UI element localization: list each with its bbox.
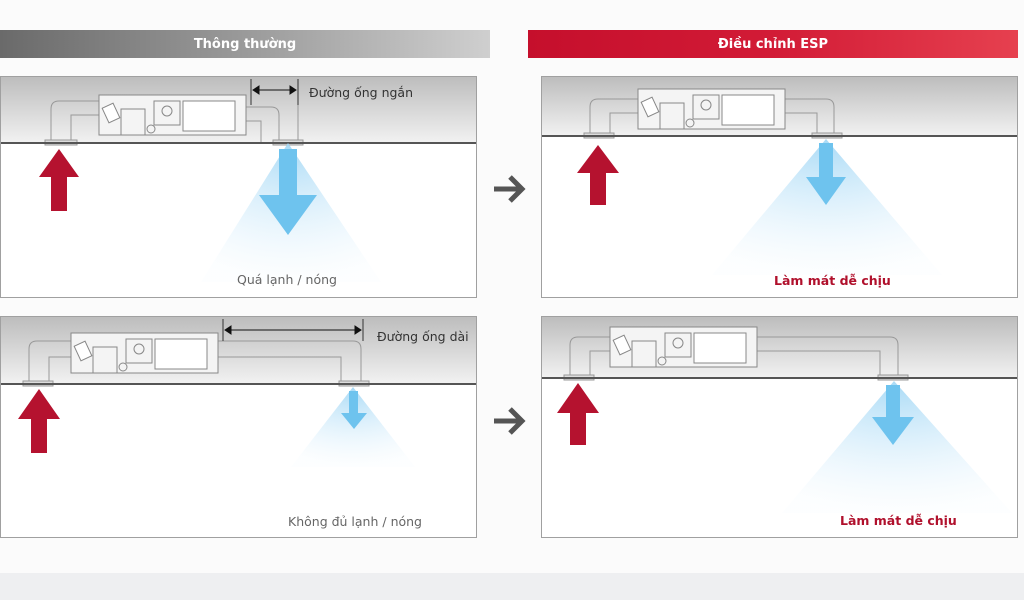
outflow-arrow-icon xyxy=(872,385,914,445)
footer-strip xyxy=(0,573,1024,600)
intake-arrow-icon xyxy=(577,145,619,205)
header-esp-label: Điều chỉnh ESP xyxy=(717,36,829,52)
header-normal-label: Thông thường xyxy=(193,36,297,52)
diagram-normal-long xyxy=(1,317,476,467)
outflow-arrow-icon xyxy=(806,143,846,205)
intake-arrow-icon xyxy=(39,149,79,211)
intake-arrow-icon xyxy=(18,389,60,453)
arrow-right-icon xyxy=(494,175,526,203)
outflow-arrow-icon xyxy=(341,391,367,429)
diagram-esp-long xyxy=(542,317,1017,513)
header-normal: Thông thường xyxy=(0,30,490,58)
result-label: Không đủ lạnh / nóng xyxy=(288,514,422,529)
panel-normal-long-duct: Đường ống dài Không đủ lạnh / nóng xyxy=(0,316,477,538)
outflow-arrow-icon xyxy=(259,149,317,235)
intake-arrow-icon xyxy=(557,383,599,445)
panel-esp-long-duct: Làm mát dễ chịu xyxy=(541,316,1018,538)
result-label: Làm mát dễ chịu xyxy=(840,513,957,528)
panel-normal-short-duct: Đường ống ngắn Quá lạnh / nóng xyxy=(0,76,477,298)
arrow-right-icon xyxy=(494,407,526,435)
diagram-normal-short xyxy=(1,77,476,282)
dimension-label: Đường ống dài xyxy=(377,329,469,344)
result-label: Quá lạnh / nóng xyxy=(237,272,337,287)
panel-esp-short-duct: Làm mát dễ chịu xyxy=(541,76,1018,298)
header-esp: Điều chỉnh ESP xyxy=(528,30,1018,58)
diagram-esp-short xyxy=(542,77,1017,275)
result-label: Làm mát dễ chịu xyxy=(774,273,891,288)
dimension-label: Đường ống ngắn xyxy=(309,85,414,100)
airflow-cone xyxy=(712,139,942,275)
airflow-cone xyxy=(782,381,1012,513)
